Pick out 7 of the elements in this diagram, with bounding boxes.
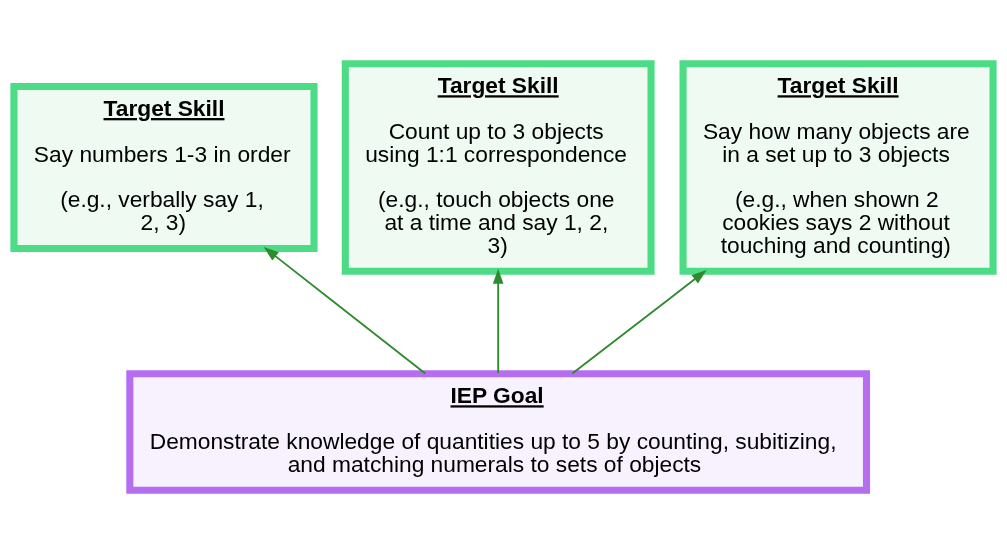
arrow — [263, 247, 427, 375]
node-box: Target Skill Say numbers 1-3 in order (e.g., verbally say 1, 2, 3) — [10, 82, 318, 253]
node-box: Target Skill Say how many objects are in a set up to 3 objects (e.g., when shown 2 cookies says 2 without touching and counting) — [679, 60, 997, 275]
node-box: IEP Goal Demonstrate knowledge of quantities up to 5 by counting, subitizing, and matching numerals to sets of objects — [126, 370, 871, 494]
node-box: Target Skill Count up to 3 objects using 1:1 correspondence (e.g., touch objects one at a time and say 1, 2, 3) — [341, 60, 655, 275]
arrow — [571, 270, 707, 375]
arrow — [492, 268, 504, 375]
